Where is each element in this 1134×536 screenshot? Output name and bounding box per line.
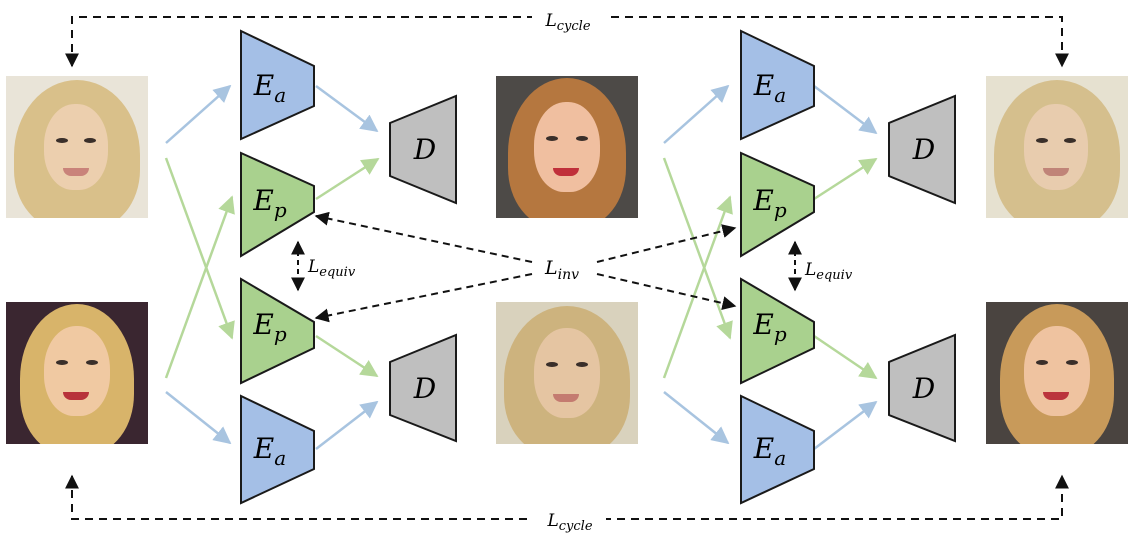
arrow-gen2-to-ea <box>663 391 730 445</box>
svg-text:D: D <box>413 133 436 166</box>
appearance-encoder-2-top: Ea <box>740 29 815 141</box>
pose-encoder-1-bottom: Ep <box>240 277 315 385</box>
appearance-encoder-2-bottom: Ea <box>740 394 815 505</box>
decoder-1-bottom: D <box>389 333 457 443</box>
arrow-gen2-to-ep-top <box>662 195 733 379</box>
decoder-2-bottom: D <box>888 333 956 443</box>
equiv-loss-2-label: Lequiv <box>804 260 853 283</box>
decoder-1-top: D <box>389 94 457 205</box>
arrow-ep-bottom-to-d <box>315 334 379 378</box>
generated-face-top <box>496 76 638 218</box>
input-face-top <box>6 76 148 218</box>
svg-text:Ep: Ep <box>252 184 286 222</box>
svg-text:D: D <box>912 133 935 166</box>
reconstructed-face-bottom <box>986 302 1128 444</box>
pose-encoder-2-top: Ep <box>740 151 815 258</box>
appearance-encoder-1-bottom: Ea <box>240 394 315 505</box>
arrow-ep2-bottom-to-d <box>813 334 878 380</box>
arrow-face1-to-ep-bottom <box>164 157 235 340</box>
svg-text:Ep: Ep <box>252 308 286 346</box>
cycle-loss-top-label: Lcycle <box>544 11 590 34</box>
arrow-face2-to-ea <box>165 391 232 445</box>
svg-text:D: D <box>413 372 436 405</box>
arrow-gen1-to-ep-bottom <box>662 157 733 340</box>
arrow-face2-to-ep-top <box>164 195 235 379</box>
inv-loss-arrow-1 <box>314 211 533 263</box>
svg-text:Ea: Ea <box>253 432 286 470</box>
arrow-gen1-to-ea <box>663 84 730 144</box>
arrow-face1-to-ea <box>165 84 232 144</box>
pose-encoder-1-top: Ep <box>240 151 315 258</box>
arrow-ea2-bottom-to-d <box>813 400 878 450</box>
arrow-ea-bottom-to-d <box>315 400 379 450</box>
svg-text:Ea: Ea <box>753 69 786 107</box>
generated-face-bottom <box>496 302 638 444</box>
appearance-encoder-1-top: Ea <box>240 29 315 141</box>
decoder-2-top: D <box>888 94 956 205</box>
arrow-ep-top-to-d <box>315 157 380 201</box>
svg-text:Ep: Ep <box>752 184 786 222</box>
svg-text:D: D <box>912 372 935 405</box>
arrow-ea2-top-to-d <box>813 85 878 135</box>
inv-loss-arrow-3 <box>596 224 737 263</box>
arrow-ep2-top-to-d <box>813 157 878 201</box>
arrow-ea-top-to-d <box>315 84 379 133</box>
equiv-loss-1-label: Lequiv <box>307 257 356 280</box>
inv-loss-arrow-4 <box>596 273 737 310</box>
pose-encoder-2-bottom: Ep <box>740 277 815 385</box>
svg-text:Ea: Ea <box>753 432 786 470</box>
reconstructed-face-top <box>986 76 1128 218</box>
cycle-loss-bottom-label: Lcycle <box>546 511 592 534</box>
inv-loss-label: Linv <box>544 257 579 283</box>
inv-loss-arrow-2 <box>314 273 533 323</box>
input-face-bottom <box>6 302 148 444</box>
svg-text:Ea: Ea <box>253 69 286 107</box>
svg-text:Ep: Ep <box>752 308 786 346</box>
